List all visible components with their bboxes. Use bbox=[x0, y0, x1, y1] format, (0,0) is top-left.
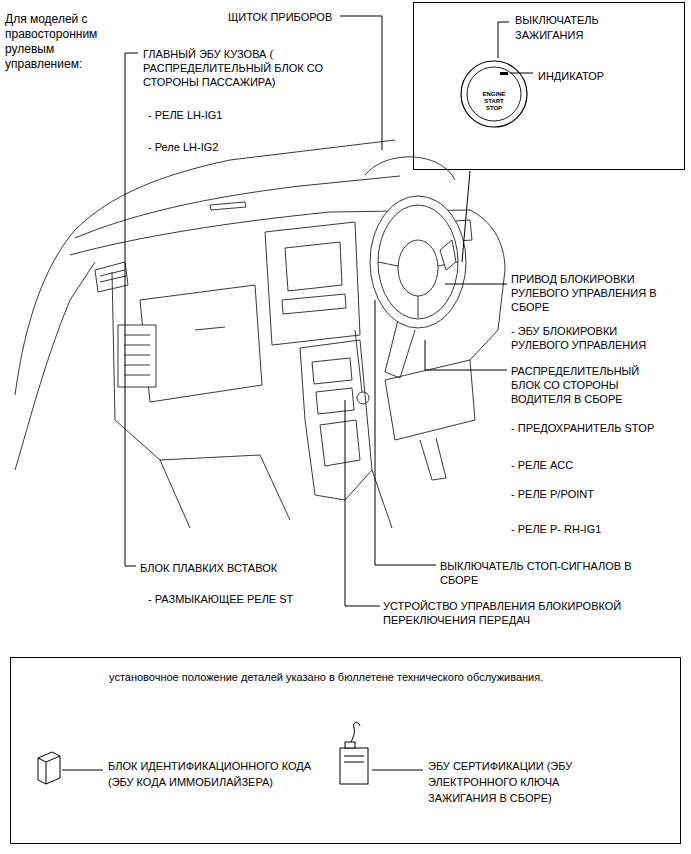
part-label: - РЕЛЕ P/POINT bbox=[511, 487, 681, 501]
button-ring bbox=[467, 67, 521, 121]
body-ecu-drawing bbox=[118, 325, 156, 387]
indicator-mark bbox=[500, 72, 508, 75]
part-icons bbox=[38, 752, 60, 784]
steering-wheel bbox=[378, 205, 458, 319]
dashboard-drawing bbox=[285, 242, 342, 291]
dashboard-drawing bbox=[75, 176, 400, 238]
part-label: - ЭБУ БЛОКИРОВКИ РУЛЕВОГО УПРАВЛЕНИЯ bbox=[511, 324, 671, 352]
node-text: ЭБУ СЕРТИФИКАЦИИ (ЭБУ ЭЛЕКТРОННОГО КЛЮЧА… bbox=[428, 758, 608, 806]
leader-lines bbox=[375, 300, 436, 565]
leader-lines bbox=[425, 340, 507, 370]
dashboard-drawing bbox=[365, 157, 455, 180]
part-icons bbox=[38, 756, 60, 784]
dashboard-drawing bbox=[95, 262, 128, 292]
dashboard-drawing bbox=[312, 358, 352, 384]
dashboard-drawing bbox=[15, 140, 395, 395]
dashboard-drawing bbox=[385, 360, 475, 440]
leader-lines bbox=[462, 171, 470, 262]
part-label: ПРИВОД БЛОКИРОВКИ РУЛЕВОГО УПРАВЛЕНИЯ В … bbox=[511, 272, 661, 314]
dashboard-drawing bbox=[470, 210, 505, 360]
dashboard-drawing bbox=[140, 285, 262, 402]
part-icons bbox=[344, 756, 364, 762]
button-text: ENGINE START STOP bbox=[479, 91, 509, 112]
part-label: ВЫКЛЮЧАТЕЛЬ СТОП-СИГНАЛОВ В СБОРЕ bbox=[440, 559, 632, 587]
button-ring bbox=[461, 61, 527, 127]
part-label: - РЕЛЕ P- RH-IG1 bbox=[511, 522, 681, 536]
part-label: - РЕЛЕ LH-IG1 bbox=[148, 108, 298, 122]
leader-lines bbox=[62, 770, 103, 771]
inset-box: ВЫКЛЮЧАТЕЛЬ ЗАЖИГАНИЯ ИНДИКАТОР ENGINE STA… bbox=[413, 2, 685, 170]
part-label: УСТРОЙСТВО УПРАВЛЕНИЯ БЛОКИРОВКОЙ ПЕРЕКЛ… bbox=[383, 599, 683, 627]
node-text: ВЫКЛЮЧАТЕЛЬ ЗАЖИГАНИЯ bbox=[515, 13, 640, 43]
dashboard-drawing bbox=[112, 272, 260, 460]
leader-lines bbox=[445, 284, 507, 285]
dashboard-drawing bbox=[15, 262, 95, 470]
dashboard-drawing bbox=[210, 202, 246, 210]
steering-wheel bbox=[370, 196, 466, 328]
leader-lines bbox=[372, 770, 423, 771]
leader-lines bbox=[345, 400, 380, 606]
dashboard-drawing bbox=[260, 455, 290, 520]
dashboard-drawing bbox=[160, 460, 190, 528]
leader-lines bbox=[340, 16, 382, 150]
node-text: БЛОК ИДЕНТИФИКАЦИОННОГО КОДА (ЭБУ КОДА И… bbox=[108, 758, 318, 790]
dashboard-drawing bbox=[15, 140, 505, 528]
leader-lines bbox=[498, 22, 509, 58]
dashboard-drawing bbox=[385, 320, 415, 378]
part-label: Для моделей с правосторонним рулевым упр… bbox=[5, 12, 120, 72]
dashboard-drawing bbox=[195, 327, 225, 330]
dashboard-drawing bbox=[100, 270, 126, 282]
part-label: - РАЗМЫКАЮЩЕЕ РЕЛЕ ST bbox=[148, 592, 348, 606]
body-ecu-drawing bbox=[118, 325, 156, 387]
part-label: БЛОК ПЛАВКИХ ВСТАВОК bbox=[140, 561, 340, 575]
dashboard-drawing bbox=[320, 420, 360, 466]
dashboard-drawing bbox=[265, 222, 360, 345]
dashboard-drawing bbox=[355, 330, 362, 392]
start-button: ENGINE START STOP bbox=[460, 60, 528, 128]
dashboard-drawing bbox=[282, 294, 346, 314]
part-label: - ПРЕДОХРАНИТЕЛЬ STOP bbox=[511, 421, 686, 435]
node-text: установочное положение деталей указано в… bbox=[109, 670, 669, 684]
note-box: установочное положение деталей указано в… bbox=[10, 657, 681, 844]
part-icons bbox=[340, 748, 368, 784]
steering-wheel bbox=[440, 240, 456, 270]
leader-lines bbox=[125, 53, 138, 566]
part-icons bbox=[345, 742, 355, 748]
part-label: - РЕЛЕ ACC bbox=[511, 458, 681, 472]
leader-lines bbox=[510, 73, 533, 74]
part-label: ГЛАВНЫЙ ЭБУ КУЗОВА ( РАСПРЕДЕЛИТЕЛЬНЫЙ Б… bbox=[143, 47, 323, 89]
steering-wheel bbox=[398, 240, 438, 296]
part-label: РАСПРЕДЕЛИТЕЛЬНЫЙ БЛОК СО СТОРОНЫ ВОДИТЕ… bbox=[511, 364, 651, 406]
dashboard-drawing bbox=[357, 392, 369, 404]
dashboard-drawing bbox=[420, 438, 446, 480]
part-label: - Реле LH-IG2 bbox=[148, 140, 298, 154]
node-text: ИНДИКАТОР bbox=[538, 69, 678, 83]
body-ecu-drawing bbox=[124, 335, 150, 375]
part-label: ЩИТОК ПРИБОРОВ bbox=[228, 10, 388, 24]
steering-wheel bbox=[370, 196, 466, 328]
dashboard-drawing bbox=[300, 340, 372, 500]
dashboard-drawing bbox=[316, 388, 354, 414]
part-icons bbox=[38, 722, 368, 784]
